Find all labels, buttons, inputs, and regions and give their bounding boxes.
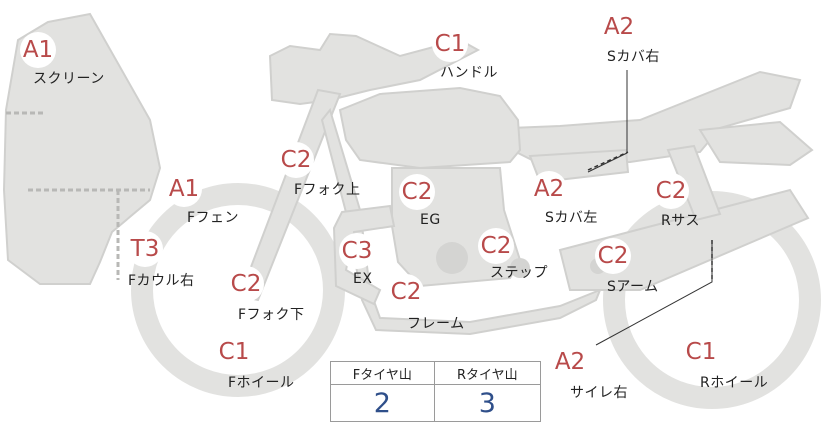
front-wheel-shape [131,183,345,397]
grade-badge: C2 [653,173,689,209]
part-label: EG [420,212,441,228]
grade-badge: C1 [683,334,719,370]
part-label: Fホイール [228,375,295,391]
part-label: Fフォク下 [238,307,305,323]
front-fork-shape [238,88,342,302]
part-label: サイレ右 [570,385,628,401]
step-peg-shape [510,258,530,278]
grade-badge: C2 [595,238,631,274]
part-label: Rサス [661,213,700,229]
grade-badge: T3 [127,231,163,267]
part-label: スクリーン [33,71,105,87]
grade-badge: A2 [531,171,567,207]
part-label: フレーム [407,316,465,332]
tire-tread-table: Fタイヤ山 Rタイヤ山 2 3 [330,361,542,422]
grade-badge: C3 [339,233,375,269]
fairing-shape [2,12,162,285]
rear-tread-value: 3 [433,384,542,422]
grade-badge: C2 [228,266,264,302]
grade-badge: C2 [399,174,435,210]
grade-badge: A1 [166,171,202,207]
front-tread-header: Fタイヤ山 [330,361,435,385]
part-label: Fフェン [187,210,240,226]
grade-badge: A1 [20,32,56,68]
exhaust-shape [332,204,396,306]
grade-badge: C2 [388,274,424,310]
part-label: ステップ [490,265,548,281]
rear-tread-header: Rタイヤ山 [433,361,542,385]
leader-s-cover-dash [587,151,629,171]
grade-badge: C2 [278,142,314,178]
part-label: EX [353,271,373,287]
grade-badge: A2 [552,344,588,380]
part-label: Rホイール [700,375,769,391]
part-label: Sカバ左 [545,210,598,226]
tank-shape [338,86,522,170]
tail-shape [698,120,814,167]
front-tread-value: 2 [330,384,435,422]
part-label: Sアーム [607,279,659,295]
grade-badge: C2 [478,228,514,264]
part-label: Fフォク上 [294,182,361,198]
grade-badge: C1 [216,334,252,370]
part-label: ハンドル [440,65,498,81]
grade-badge: A2 [601,9,637,45]
engine-cover-shape [436,242,468,274]
part-label: Fカウル右 [128,273,195,289]
grade-badge: C1 [432,26,468,62]
handlebar-shape [268,32,481,106]
part-label: Sカバ右 [607,49,660,65]
